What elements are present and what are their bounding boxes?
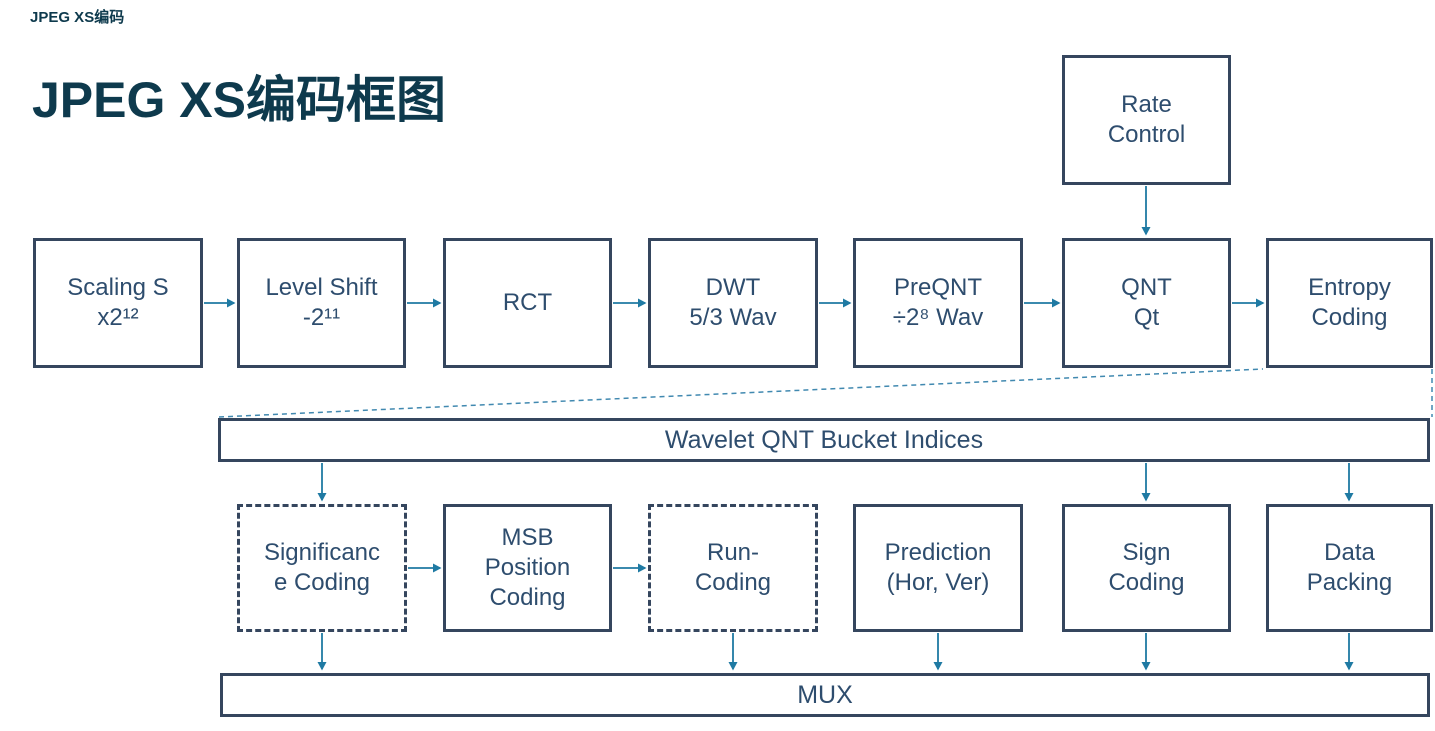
block-rct: RCT	[443, 238, 612, 368]
page-header: JPEG XS编码	[30, 9, 125, 26]
block-label: Prediction (Hor, Ver)	[884, 539, 992, 596]
block-label: Significanc e Coding	[263, 539, 381, 596]
block-label: DWT 5/3 Wav	[689, 274, 777, 331]
page-title: JPEG XS编码框图	[32, 72, 446, 128]
bar-mux: MUX	[220, 673, 1430, 717]
block-label: Level Shift -2¹¹	[265, 274, 378, 331]
block-label: RCT	[502, 289, 553, 316]
bar-wavelet-qnt-bucket-indices: Wavelet QNT Bucket Indices	[218, 418, 1430, 462]
block-sign-coding: Sign Coding	[1062, 504, 1231, 632]
block-run-coding: Run- Coding	[648, 504, 818, 632]
block-scaling: Scaling S x2¹²	[33, 238, 203, 368]
block-prediction: Prediction (Hor, Ver)	[853, 504, 1023, 632]
block-label: QNT Qt	[1121, 274, 1172, 331]
block-label: MSB Position Coding	[484, 524, 571, 611]
block-preqnt: PreQNT ÷2⁸ Wav	[853, 238, 1023, 368]
block-label: Entropy Coding	[1308, 274, 1391, 331]
block-entropy-coding: Entropy Coding	[1266, 238, 1433, 368]
callout-dashed-left	[218, 368, 1264, 418]
block-level-shift: Level Shift -2¹¹	[237, 238, 406, 368]
block-rate-control: Rate Control	[1062, 55, 1231, 185]
block-label: Data Packing	[1306, 539, 1393, 596]
block-label: PreQNT ÷2⁸ Wav	[892, 274, 984, 331]
bar-label: MUX	[797, 680, 853, 709]
block-msb-position-coding: MSB Position Coding	[443, 504, 612, 632]
block-label: Sign Coding	[1108, 539, 1185, 596]
block-label: Run- Coding	[694, 539, 772, 596]
block-label: Rate Control	[1107, 91, 1186, 148]
block-significance-coding: Significanc e Coding	[237, 504, 407, 632]
block-dwt: DWT 5/3 Wav	[648, 238, 818, 368]
block-data-packing: Data Packing	[1266, 504, 1433, 632]
block-label: Scaling S x2¹²	[67, 274, 169, 331]
block-qnt: QNT Qt	[1062, 238, 1231, 368]
bar-label: Wavelet QNT Bucket Indices	[664, 425, 984, 454]
